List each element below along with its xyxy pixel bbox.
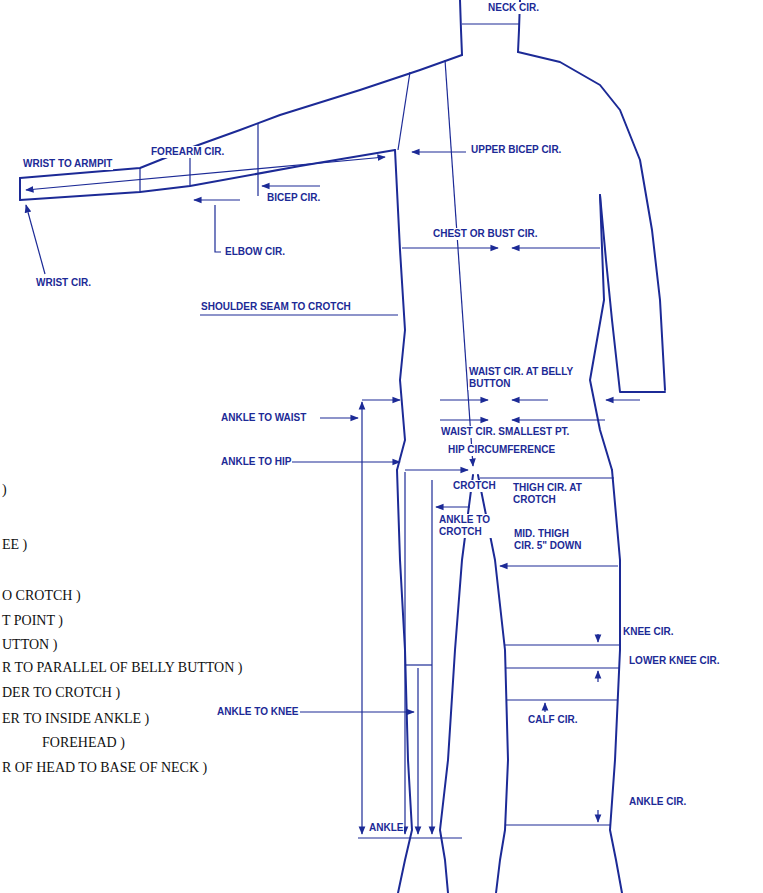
measurement-label: ANKLE [368, 822, 404, 834]
measurement-label: HIP CIRCUMFERENCE [447, 444, 556, 456]
cut-off-text: DER TO CROTCH ) [2, 685, 120, 702]
measurement-label: KNEE CIR. [622, 626, 675, 638]
cut-off-text: ER TO INSIDE ANKLE ) [2, 711, 149, 728]
measurement-label: ANKLE TO CROTCH [438, 514, 500, 538]
measurement-label: NECK CIR. [487, 2, 540, 14]
measurement-label: ANKLE CIR. [628, 796, 687, 808]
measurement-label: THIGH CIR. AT CROTCH [512, 482, 596, 506]
cut-off-text: EE ) [2, 537, 27, 554]
cut-off-text: R TO PARALLEL OF BELLY BUTTON ) [2, 660, 243, 677]
measurement-label: ANKLE TO HIP [220, 456, 292, 468]
measurement-label: WRIST CIR. [35, 277, 92, 289]
measurement-label: ELBOW CIR. [224, 246, 286, 258]
measurement-label: CALF CIR. [527, 714, 578, 726]
measurement-label: WAIST CIR. SMALLEST PT. [440, 426, 570, 438]
body-outline [20, 0, 665, 893]
measurement-label: FOREARM CIR. [150, 146, 225, 158]
cut-off-text: FOREHEAD ) [42, 735, 125, 752]
cut-off-text: R OF HEAD TO BASE OF NECK ) [2, 760, 207, 777]
measurement-label: MID. THIGH CIR. 5" DOWN [513, 528, 589, 552]
measurement-label: ANKLE TO KNEE [216, 706, 300, 718]
measurement-label: UPPER BICEP CIR. [470, 144, 562, 156]
cut-off-text: O CROTCH ) [2, 588, 81, 605]
measurement-label: LOWER KNEE CIR. [628, 655, 721, 667]
measurement-label: CROTCH [452, 480, 497, 492]
measurement-label: SHOULDER SEAM TO CROTCH [200, 301, 352, 313]
measurement-label: WRIST TO ARMPIT [22, 158, 113, 170]
cut-off-text: ) [2, 482, 7, 499]
measurement-label: BICEP CIR. [266, 192, 321, 204]
measurement-label: WAIST CIR. AT BELLY BUTTON [468, 366, 580, 390]
cut-off-text: T POINT ) [2, 613, 63, 630]
measurement-label: ANKLE TO WAIST [220, 412, 307, 424]
measurement-label: CHEST OR BUST CIR. [432, 228, 538, 240]
cut-off-text: UTTON ) [2, 637, 57, 654]
